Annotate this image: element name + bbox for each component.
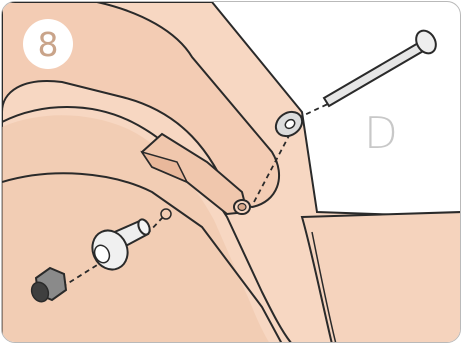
step-number: 8 xyxy=(38,25,59,64)
bolt-icon xyxy=(324,27,440,106)
instruction-frame: 8 D xyxy=(1,1,461,343)
step-number-badge: 8 xyxy=(23,19,73,69)
part-label: D xyxy=(364,108,398,159)
